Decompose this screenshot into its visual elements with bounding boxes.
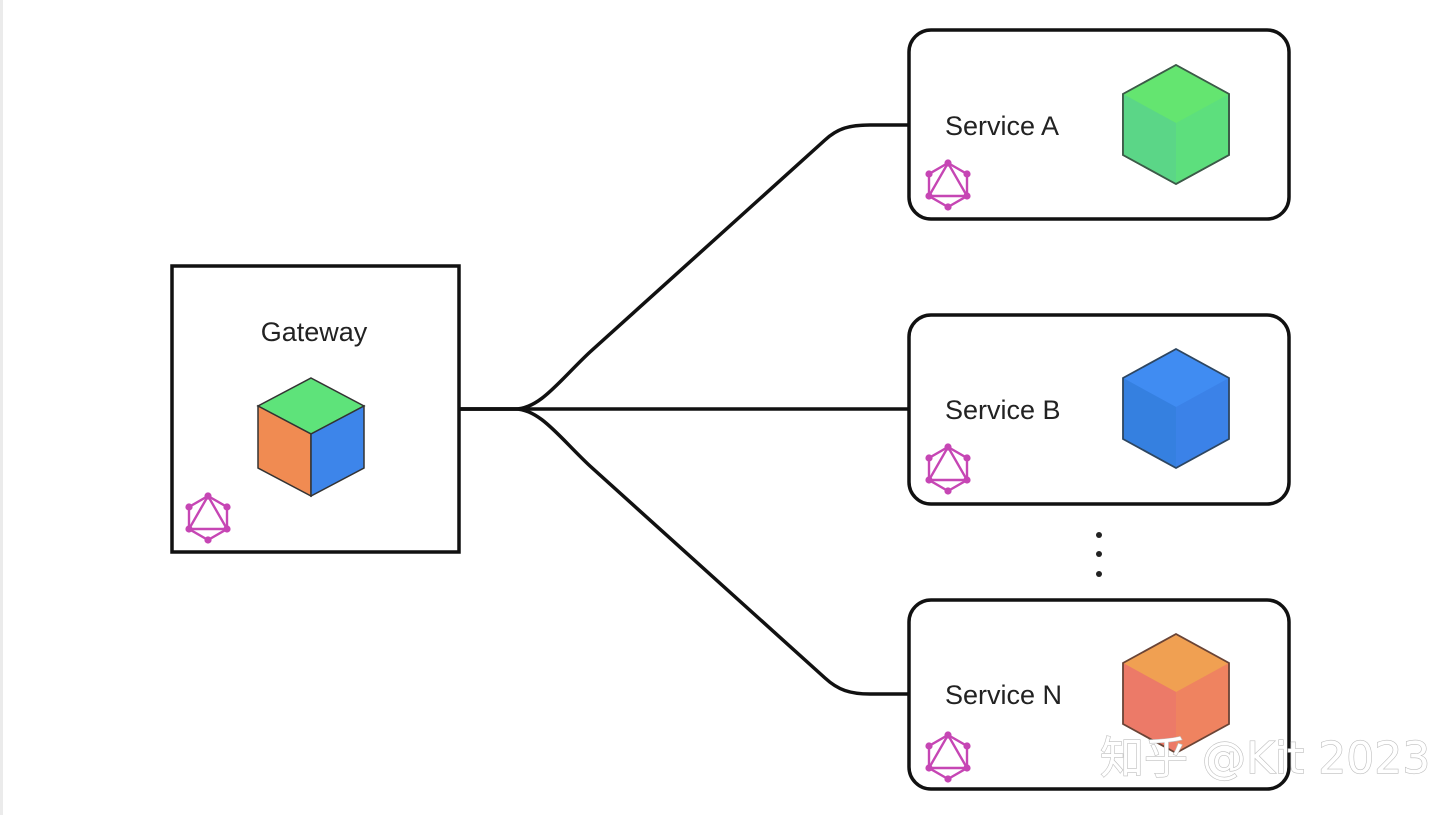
service-n-label: Service N	[945, 680, 1062, 710]
connector-to-service-a	[457, 123, 912, 411]
service-a-label: Service A	[945, 111, 1059, 141]
watermark-text: 知乎 @Kit 2023	[1100, 733, 1430, 784]
gateway-node: Gateway	[170, 264, 461, 554]
connector-to-service-n	[457, 407, 912, 696]
gateway-label: Gateway	[261, 317, 368, 347]
orange-cube-icon	[1122, 632, 1230, 755]
multicolor-cube-icon	[256, 377, 366, 498]
service-b-node: Service B	[907, 313, 1291, 506]
service-b-label: Service B	[945, 395, 1061, 425]
green-cube-icon	[1122, 63, 1230, 186]
blue-cube-icon	[1122, 347, 1230, 470]
left-border	[0, 0, 3, 815]
connectors	[457, 123, 912, 696]
service-a-node: Service A	[907, 28, 1291, 221]
more-services-ellipsis	[1096, 532, 1102, 577]
service-n-node: Service N	[907, 598, 1291, 791]
